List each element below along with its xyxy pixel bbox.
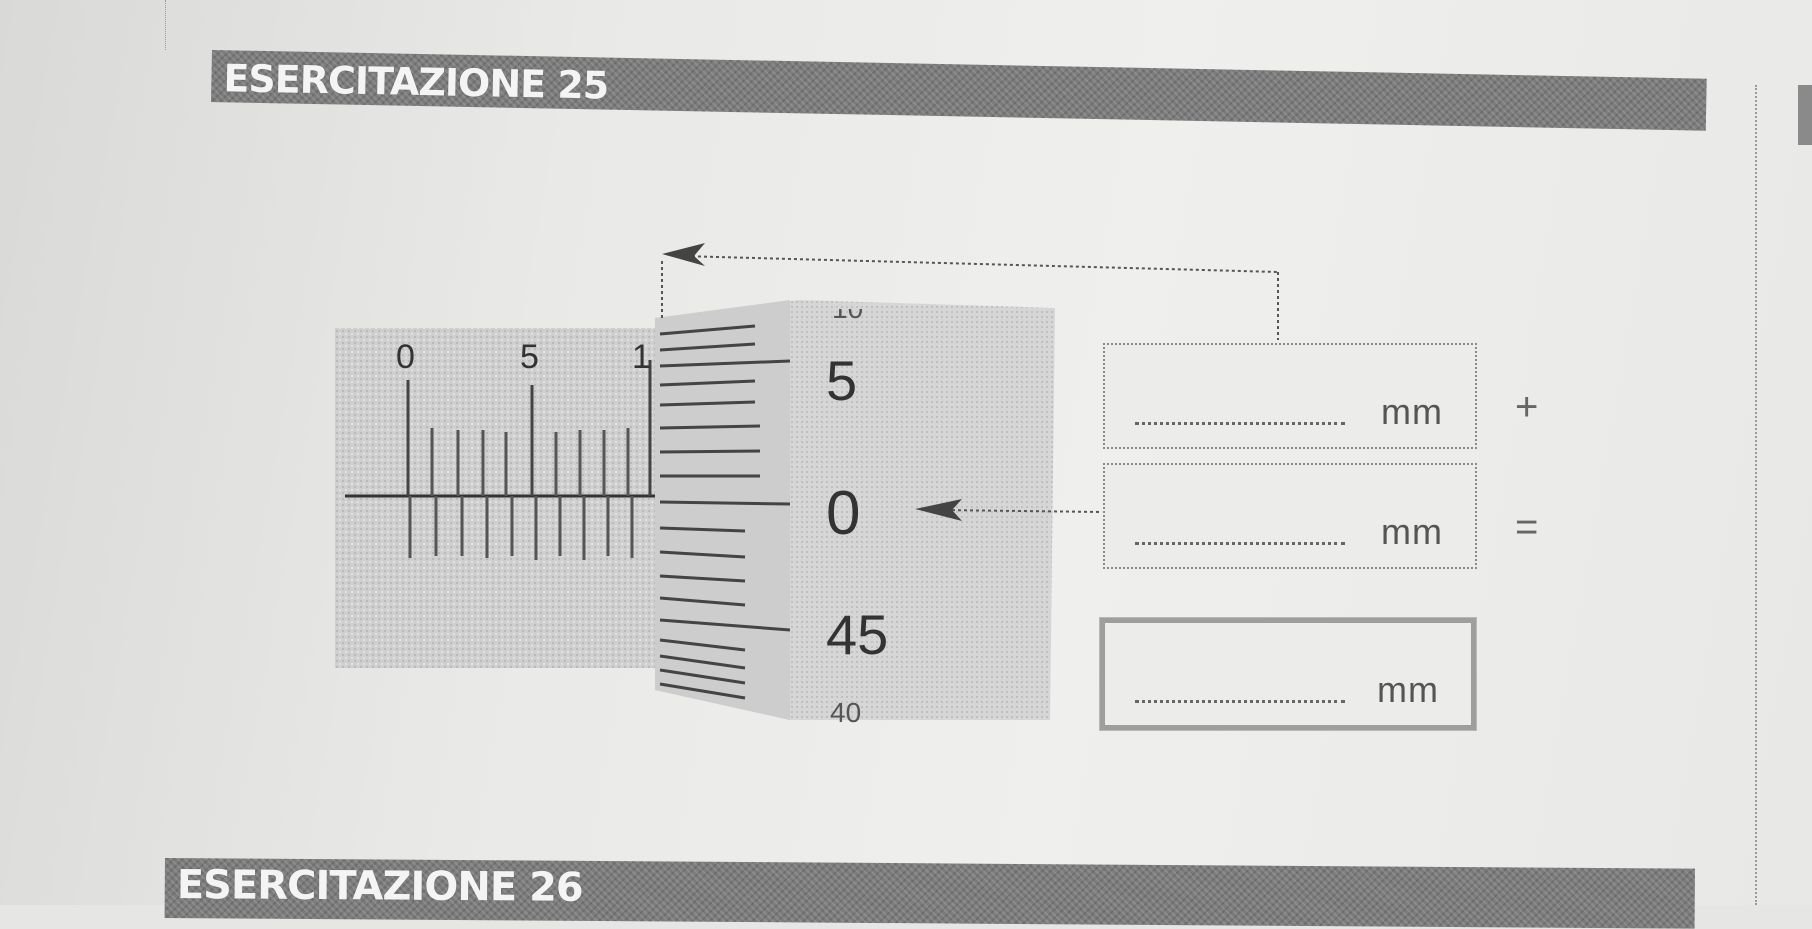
answer-blank[interactable] bbox=[1135, 422, 1345, 425]
equals-operator: = bbox=[1515, 505, 1539, 549]
sleeve-label-10: 1 bbox=[632, 338, 651, 376]
answer-blank[interactable] bbox=[1135, 542, 1345, 545]
thimble-label-40: 40 bbox=[830, 697, 861, 728]
unit-label: mm bbox=[1381, 391, 1443, 432]
margin-mark bbox=[165, 0, 166, 50]
sleeve-label-0: 0 bbox=[396, 338, 415, 376]
sleeve-reading-arrow bbox=[661, 243, 1279, 340]
sleeve-label-5: 5 bbox=[520, 338, 539, 376]
page-tab bbox=[1798, 85, 1812, 145]
micrometer-sleeve: 0 5 1 bbox=[335, 328, 665, 668]
micrometer-diagram: 0 5 1 bbox=[335, 243, 1279, 728]
total-reading-box[interactable]: mm bbox=[1099, 617, 1477, 731]
exercise-26-title: ESERCITAZIONE 26 bbox=[176, 862, 583, 911]
thimble-label-45: 45 bbox=[826, 603, 888, 666]
sleeve-lower-ticks bbox=[408, 496, 634, 560]
sleeve-upper-ticks bbox=[430, 428, 630, 496]
thimble-reading-box[interactable]: mm bbox=[1103, 463, 1477, 569]
answer-blank[interactable] bbox=[1135, 700, 1345, 703]
thimble-label-5: 5 bbox=[826, 349, 857, 412]
thimble-reading-arrow bbox=[915, 499, 1103, 521]
micrometer-thimble: 10 5 0 45 40 bbox=[655, 293, 1055, 728]
thimble-graduations bbox=[659, 324, 791, 700]
unit-label: mm bbox=[1377, 669, 1439, 710]
unit-label: mm bbox=[1381, 511, 1443, 552]
thimble-label-0: 0 bbox=[826, 479, 860, 548]
plus-operator: + bbox=[1515, 385, 1539, 429]
sleeve-reading-box[interactable]: mm bbox=[1103, 343, 1477, 449]
margin-line bbox=[1755, 85, 1757, 905]
exercise-26-header: ESERCITAZIONE 26 bbox=[164, 858, 1695, 929]
